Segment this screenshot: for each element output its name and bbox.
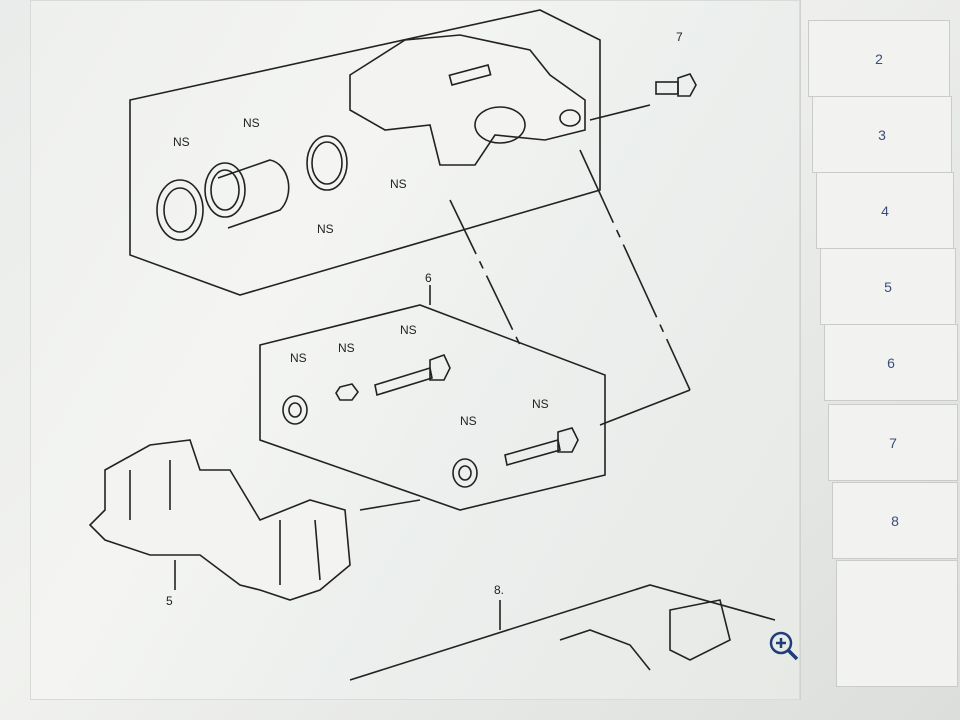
part-number: 5	[884, 278, 892, 295]
part-row-7[interactable]: 7	[828, 404, 958, 481]
pad-clip-partial	[669, 599, 731, 661]
piston	[217, 159, 290, 229]
callout-8: 8.	[494, 583, 504, 597]
caliper-carrier-bracket	[88, 439, 351, 601]
bolt-kit-outline	[259, 304, 606, 511]
callout-7: 7	[676, 30, 683, 44]
brake-pad-partial	[559, 629, 651, 671]
caliper-housing	[349, 34, 586, 166]
small-nut	[335, 383, 359, 401]
part-row-6[interactable]: 6	[824, 324, 958, 401]
part-row-4[interactable]: 4	[816, 172, 954, 249]
guide-pin-bolt	[655, 81, 679, 95]
exploded-parts-diagram: NS NS NS NS 7 6 NS NS NS NS NS 5 8.	[30, 0, 801, 700]
caliper-kit-outline	[129, 9, 601, 296]
callout-ns-bolt-lower: NS	[532, 397, 549, 411]
part-row-empty	[836, 560, 958, 687]
dust-boot-seal	[156, 179, 204, 241]
bushing-lower	[452, 458, 478, 488]
callout-6: 6	[425, 271, 432, 285]
callout-ns-piston: NS	[243, 116, 260, 130]
callout-ns-bushing-lower: NS	[460, 414, 477, 428]
bushing-upper	[282, 395, 308, 425]
part-number-list: 2 3 4 5 6 7 8	[808, 20, 958, 687]
callout-ns-ring: NS	[317, 222, 334, 236]
zoom-in-icon	[769, 631, 799, 661]
callout-5: 5	[166, 594, 173, 608]
part-row-2[interactable]: 2	[808, 20, 950, 97]
part-number: 4	[881, 202, 889, 219]
callout-ns-bushing-upper: NS	[290, 351, 307, 365]
part-row-8[interactable]: 8	[832, 482, 958, 559]
part-number: 8	[891, 512, 899, 529]
piston-seal-ring	[306, 135, 348, 191]
callout-ns-nut: NS	[338, 341, 355, 355]
zoom-in-button[interactable]	[768, 630, 800, 662]
part-number: 2	[875, 50, 883, 67]
part-row-3[interactable]: 3	[812, 96, 952, 173]
part-row-5[interactable]: 5	[820, 248, 956, 325]
bolt-upper	[374, 366, 433, 397]
callout-ns-bolt-upper: NS	[400, 323, 417, 337]
bolt-lower	[504, 438, 561, 467]
callout-ns-seal: NS	[173, 135, 190, 149]
part-number: 6	[887, 354, 895, 371]
part-number: 7	[889, 434, 897, 451]
diagram-canvas: NS NS NS NS 7 6 NS NS NS NS NS 5 8.	[88, 9, 776, 681]
part-number: 3	[878, 126, 886, 143]
callout-ns-housing: NS	[390, 177, 407, 191]
